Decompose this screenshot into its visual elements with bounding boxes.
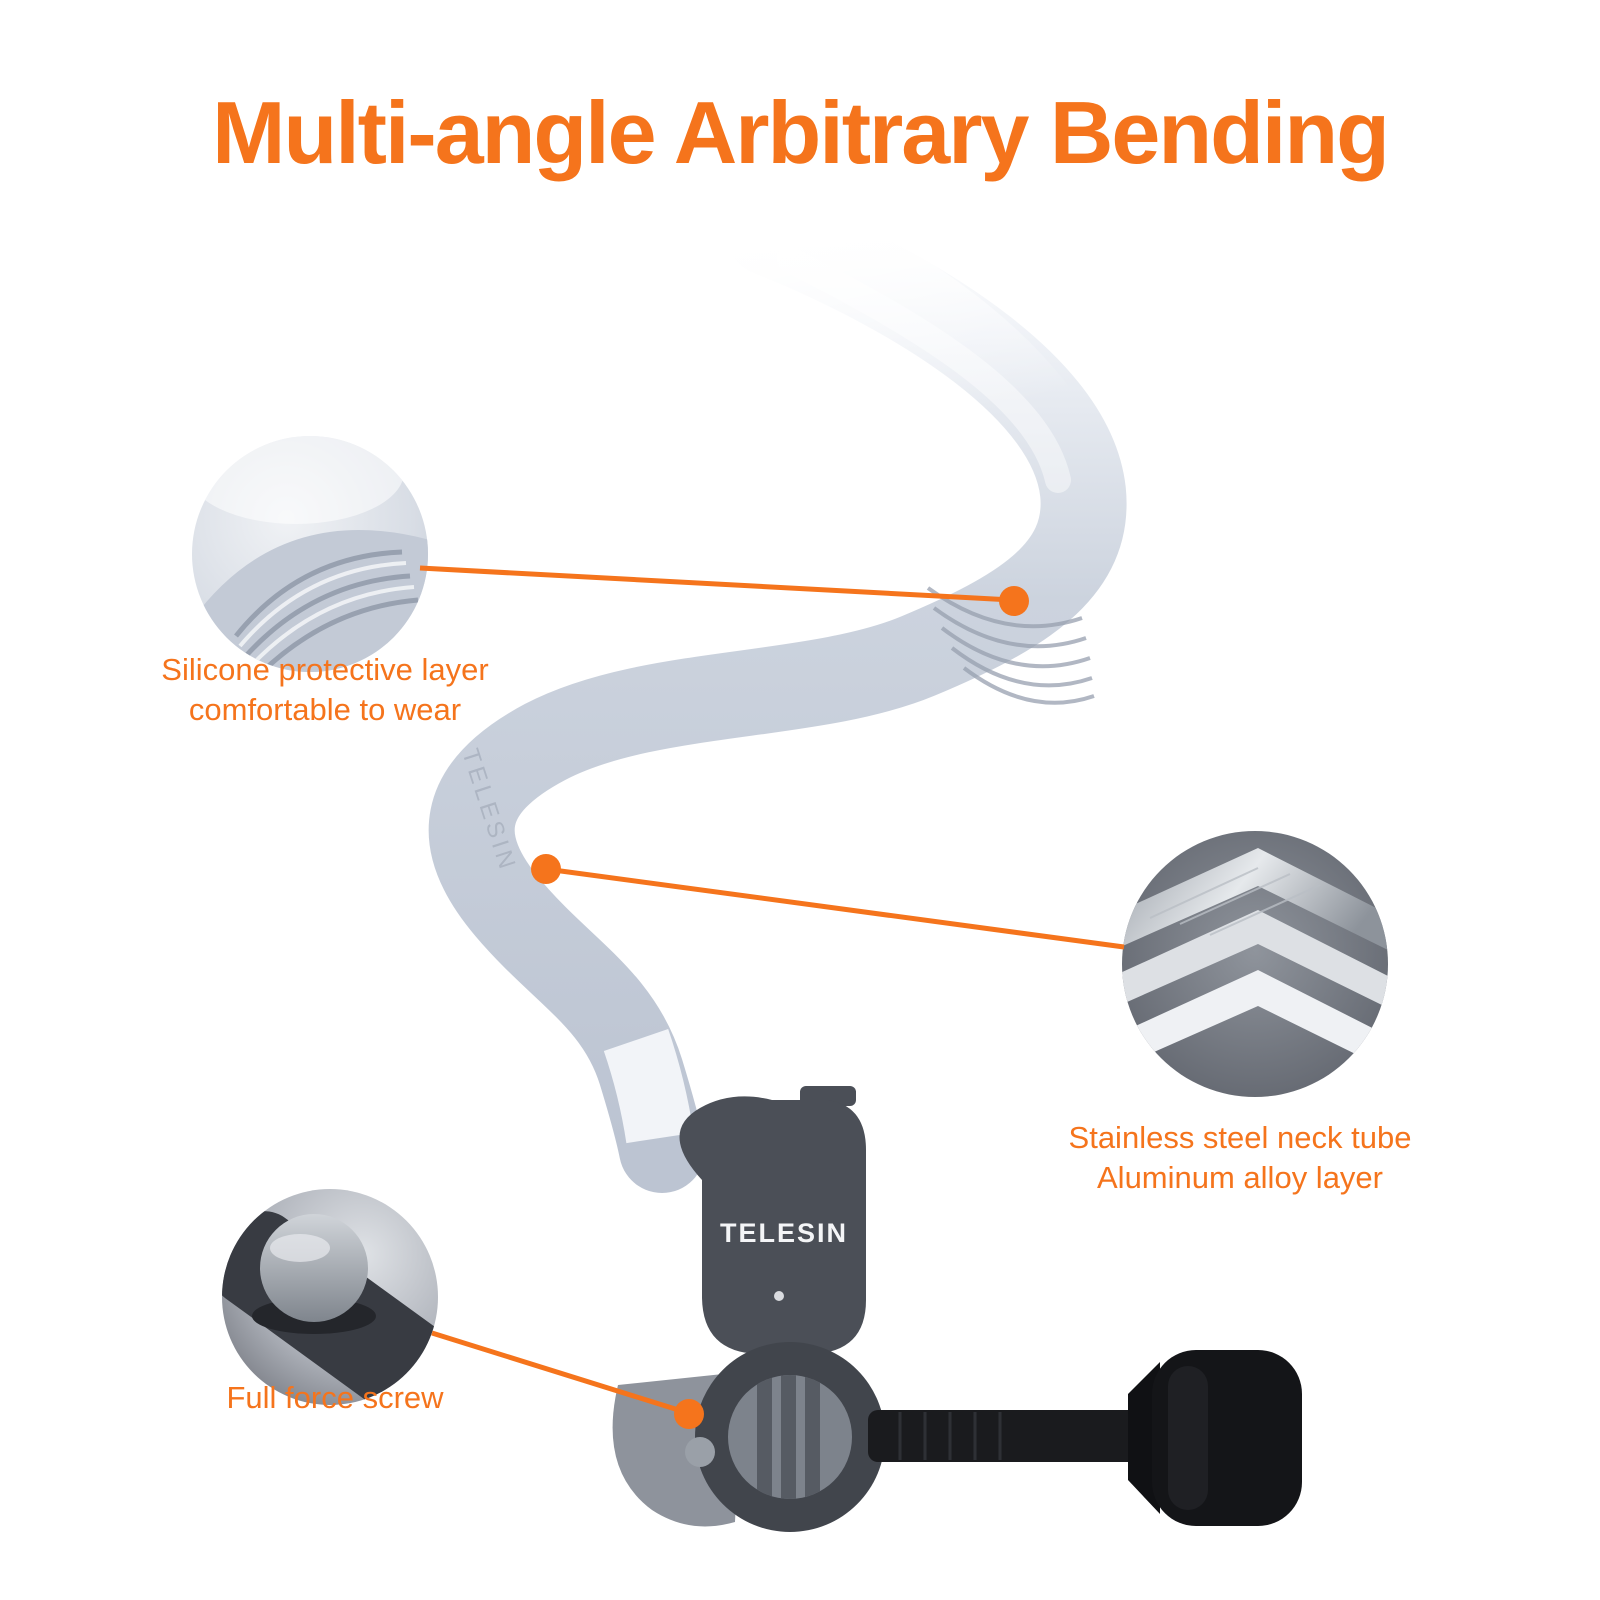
- callout-label-silicone: Silicone protective layer comfortable to…: [85, 650, 565, 729]
- callout-dot-screw: [674, 1399, 704, 1429]
- leader-line-steel: [545, 866, 1125, 950]
- callout-label-steel: Stainless steel neck tube Aluminum alloy…: [990, 1118, 1490, 1197]
- callout-dot-steel: [531, 854, 561, 884]
- hinge-screw-tip: [685, 1437, 715, 1467]
- leader-line-screw: [431, 1330, 689, 1416]
- page-title: Multi-angle Arbitrary Bending: [212, 83, 1390, 182]
- screw-shaft: [868, 1410, 1140, 1462]
- mount-assembly: TELESIN: [612, 1086, 1302, 1532]
- callout-label-silicone-line1: Silicone protective layer: [161, 652, 489, 687]
- tube-rib-texture: [926, 586, 1095, 705]
- mount-body: [679, 1096, 866, 1354]
- callout-circle-silicone: [192, 436, 428, 672]
- hinge-fingers: [757, 1375, 820, 1499]
- callout-dots: [531, 586, 1029, 1429]
- callout-dot-silicone: [999, 586, 1029, 616]
- callout-circle-steel: [1122, 831, 1388, 1097]
- leader-line-silicone: [419, 565, 1013, 603]
- mount-indicator-dot: [774, 1291, 784, 1301]
- callout-label-steel-line2: Aluminum alloy layer: [1097, 1159, 1383, 1195]
- brand-text: TELESIN: [720, 1218, 848, 1248]
- callout-label-screw-line1: Full force screw: [226, 1380, 444, 1415]
- callout-label-screw: Full force screw: [135, 1378, 535, 1418]
- callout-label-silicone-line2: comfortable to wear: [188, 691, 462, 727]
- neck-tube: TELESIN: [428, 184, 1127, 1193]
- callout-connectors: [419, 565, 1125, 1416]
- screw-threads: [898, 1412, 1002, 1460]
- callout-label-steel-line1: Stainless steel neck tube: [1068, 1120, 1412, 1155]
